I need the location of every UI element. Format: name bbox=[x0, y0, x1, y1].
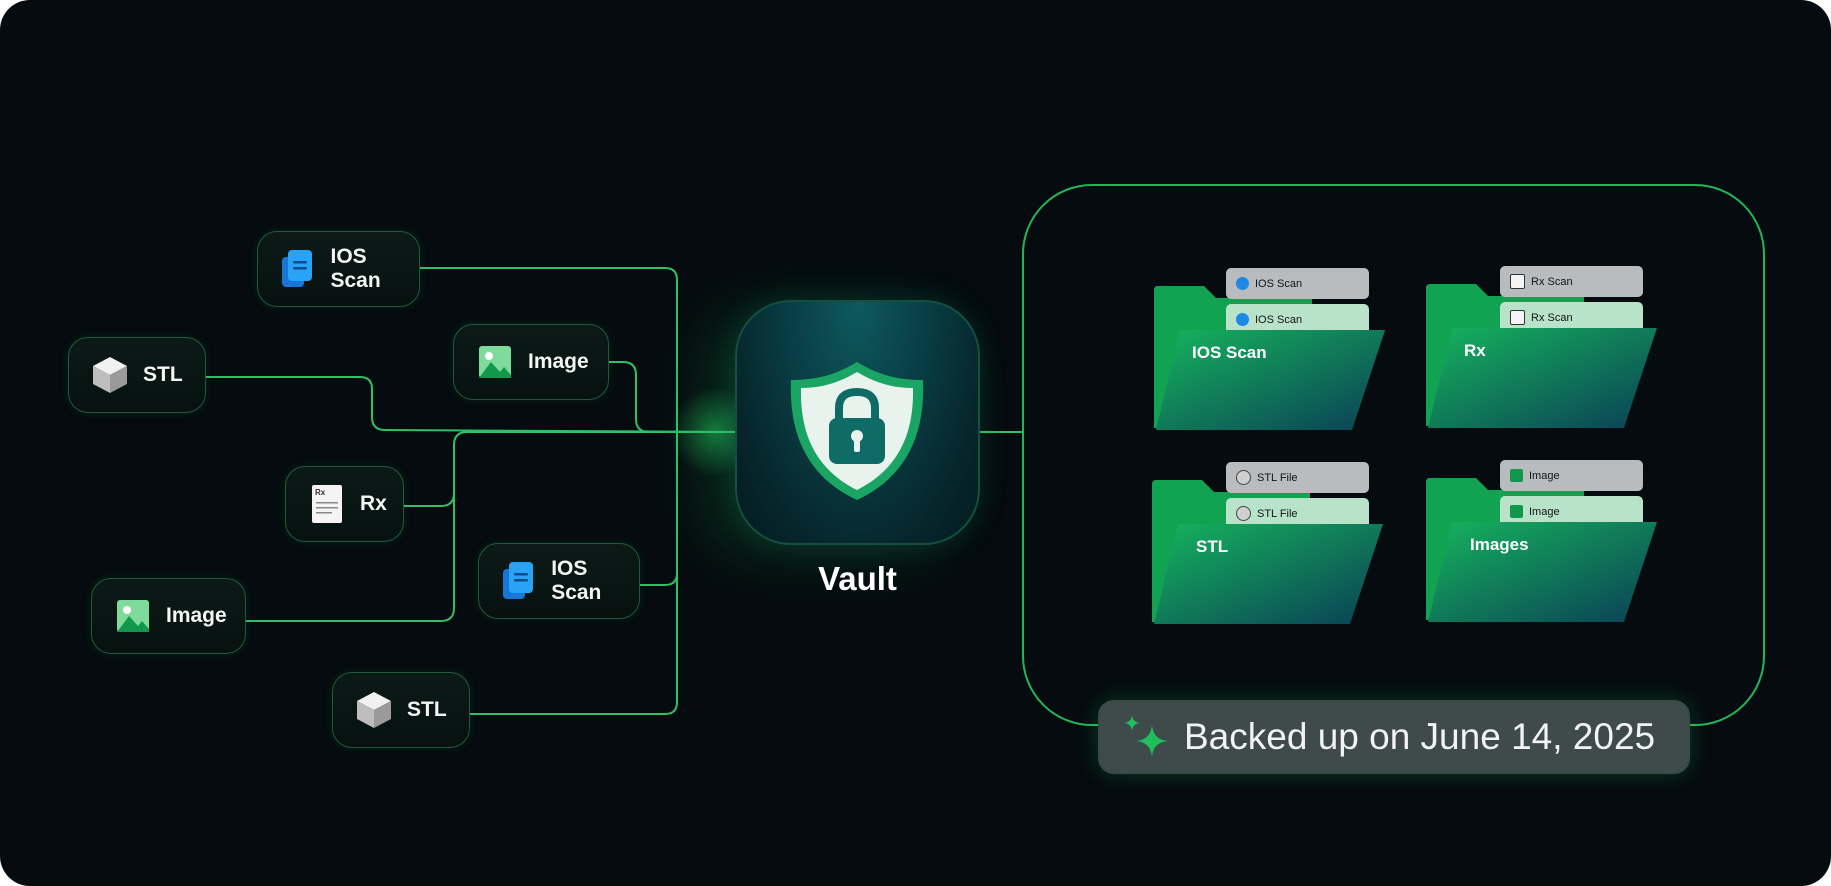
backup-text: Backed up on June 14, 2025 bbox=[1184, 716, 1656, 757]
cube-icon bbox=[1236, 506, 1251, 521]
folder-front bbox=[1156, 330, 1385, 430]
prescription-icon bbox=[1510, 310, 1525, 325]
folder-ios-scan[interactable]: IOS Scan IOS Scan IOS Scan bbox=[1152, 268, 1392, 448]
folder-name: Images bbox=[1470, 535, 1529, 554]
folder-front bbox=[1428, 522, 1657, 622]
source-ios-scan-1[interactable]: IOS Scan bbox=[257, 231, 420, 307]
document-icon bbox=[501, 562, 537, 600]
source-label: IOS Scan bbox=[551, 557, 602, 604]
file-label: Image bbox=[1529, 505, 1560, 518]
file-tab: STL File bbox=[1226, 462, 1369, 493]
folder-front bbox=[1428, 328, 1657, 428]
folder-name: Rx bbox=[1464, 341, 1486, 360]
folder-stl[interactable]: STL File STL File STL bbox=[1150, 462, 1390, 642]
file-label: IOS Scan bbox=[1255, 277, 1303, 290]
source-label: STL bbox=[407, 698, 447, 721]
cube-icon bbox=[91, 356, 129, 394]
source-image-1[interactable]: Image bbox=[453, 324, 609, 400]
file-tab: Rx Scan bbox=[1500, 302, 1643, 333]
vault-label: Vault bbox=[818, 560, 897, 597]
source-label: Rx bbox=[360, 492, 387, 515]
source-label: Image bbox=[166, 604, 227, 627]
cube-icon bbox=[1236, 470, 1251, 485]
wire-ios-scan-2 bbox=[640, 432, 678, 586]
folder-images[interactable]: Image Image Images bbox=[1424, 460, 1664, 640]
source-ios-scan-2[interactable]: IOS Scan bbox=[478, 543, 640, 619]
folder-rx[interactable]: Rx Scan Rx Scan Rx bbox=[1424, 266, 1664, 446]
file-label: Image bbox=[1529, 469, 1560, 482]
file-tab: Image bbox=[1500, 460, 1643, 491]
folder-name: STL bbox=[1196, 537, 1229, 556]
image-icon bbox=[1510, 469, 1523, 482]
svg-text:Rx: Rx bbox=[315, 488, 326, 497]
file-label: STL File bbox=[1257, 507, 1298, 520]
file-tab: IOS Scan bbox=[1226, 268, 1369, 299]
image-icon bbox=[1510, 505, 1523, 518]
file-tab: Rx Scan bbox=[1500, 266, 1643, 297]
source-rx-1[interactable]: Rx Rx bbox=[285, 466, 404, 542]
folder-front bbox=[1154, 524, 1383, 624]
source-image-2[interactable]: Image bbox=[91, 578, 246, 654]
file-tab: Image bbox=[1500, 496, 1643, 527]
source-label: IOS Scan bbox=[330, 245, 381, 292]
document-icon bbox=[280, 250, 316, 288]
cube-icon bbox=[355, 691, 393, 729]
file-label: STL File bbox=[1257, 471, 1298, 484]
wire-image-2 bbox=[246, 445, 455, 622]
sparkle-icon bbox=[1124, 715, 1168, 757]
image-icon bbox=[476, 343, 514, 381]
source-label: Image bbox=[528, 350, 589, 373]
prescription-icon bbox=[1510, 274, 1525, 289]
file-tab: STL File bbox=[1226, 498, 1369, 529]
folder-name: IOS Scan bbox=[1192, 343, 1267, 362]
wire-ios-scan-1 bbox=[420, 267, 735, 433]
backup-status-badge: Backed up on June 14, 2025 bbox=[1098, 700, 1690, 774]
file-label: Rx Scan bbox=[1531, 275, 1573, 288]
wire-stl-1 bbox=[206, 376, 736, 433]
document-icon bbox=[1236, 277, 1249, 290]
file-label: Rx Scan bbox=[1531, 311, 1573, 324]
file-label: IOS Scan bbox=[1255, 313, 1303, 326]
document-icon bbox=[1236, 313, 1249, 326]
source-stl-1[interactable]: STL bbox=[68, 337, 206, 413]
prescription-icon: Rx bbox=[308, 485, 346, 523]
vault-box[interactable] bbox=[735, 300, 980, 545]
image-icon bbox=[114, 597, 152, 635]
file-tab: IOS Scan bbox=[1226, 304, 1369, 335]
source-label: STL bbox=[143, 363, 183, 386]
wire-stl-2 bbox=[470, 573, 678, 715]
source-stl-2[interactable]: STL bbox=[332, 672, 470, 748]
shield-lock-icon bbox=[790, 362, 924, 500]
